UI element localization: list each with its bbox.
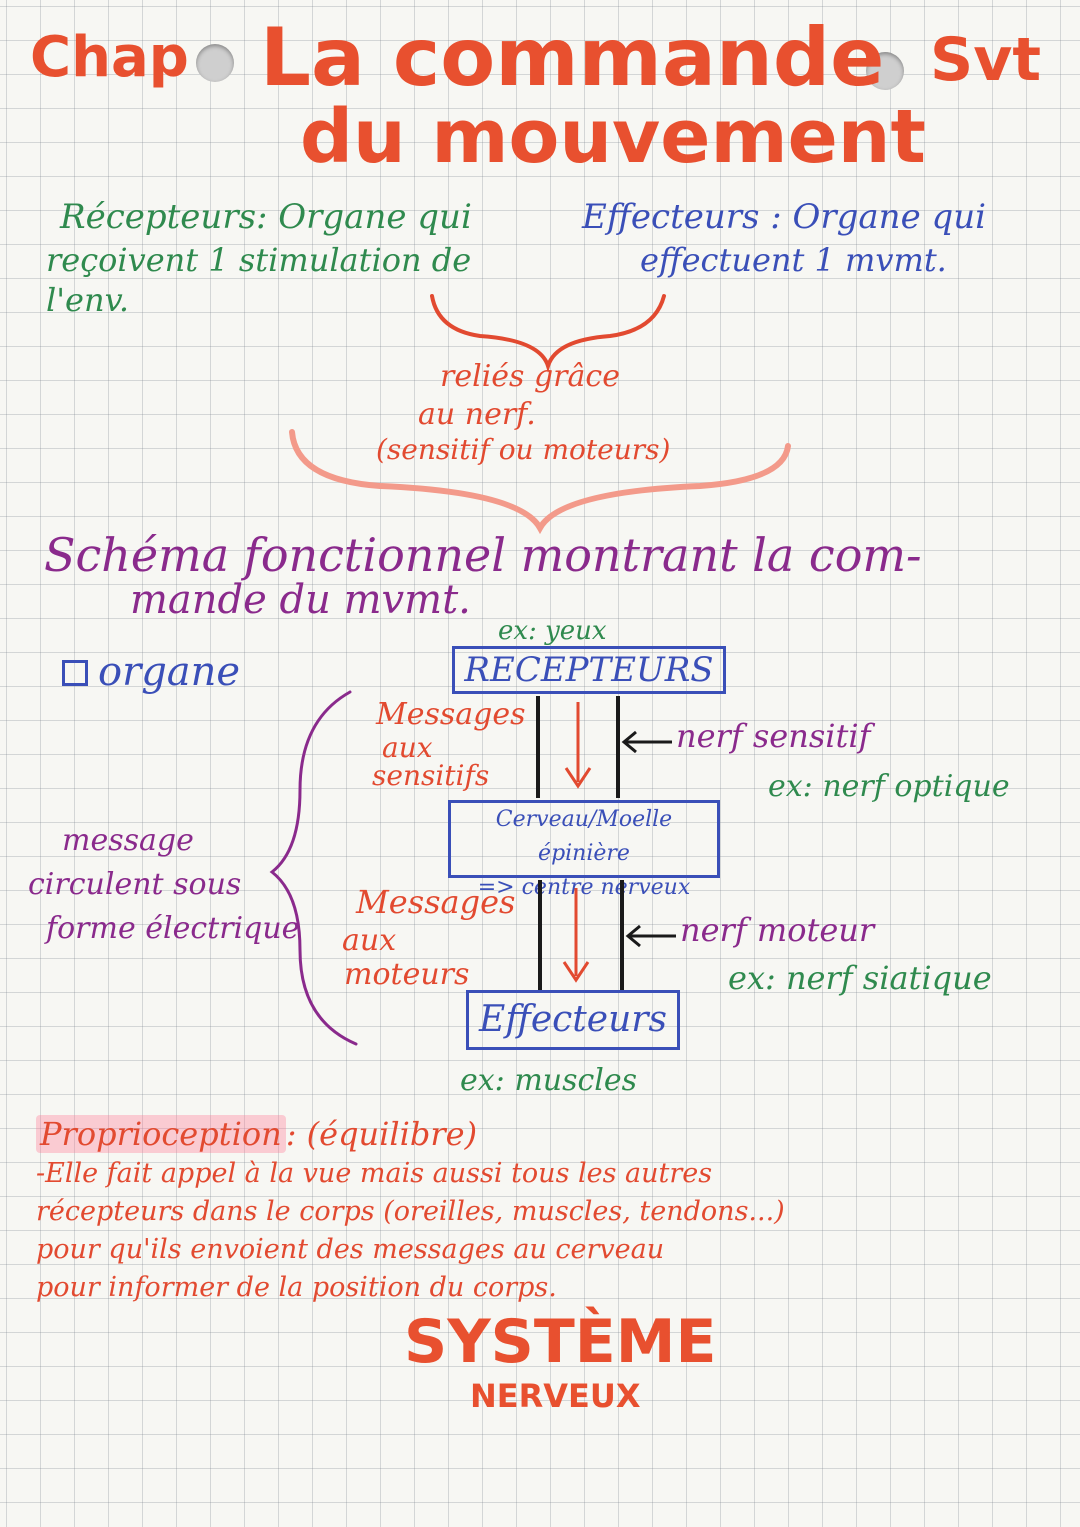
messages-motor-line2: aux — [342, 923, 397, 958]
effectors-definition-line2: effectuent 1 mvmt. — [640, 241, 947, 279]
chapter-label: Chap — [30, 25, 189, 90]
linked-text-line3: (sensitif ou moteurs) — [376, 433, 671, 466]
messages-sensory-line1: Messages — [376, 697, 526, 732]
nervous-center-line1: Cerveau/Moelle épinière — [495, 807, 673, 866]
motor-arrow-head — [562, 961, 590, 983]
linked-text-line1: reliés grâce — [440, 359, 620, 394]
large-pink-brace — [289, 429, 791, 535]
messages-sensory-line2: aux — [382, 731, 433, 764]
definitions-brace — [430, 294, 666, 373]
receptors-definition-line3: l'env. — [46, 281, 130, 319]
receptors-box: RECEPTEURS — [452, 646, 726, 694]
receptors-definition-line2: reçoivent 1 stimulation de — [46, 241, 472, 279]
sensory-nerve-example: ex: nerf optique — [768, 769, 1010, 804]
sensory-pointer-head — [621, 730, 637, 754]
motor-pointer-head — [625, 924, 641, 948]
legend-box-icon — [62, 660, 88, 686]
page-title-line1: La commande — [260, 11, 885, 104]
nervous-center-box: Cerveau/Moelle épinière => centre nerveu… — [448, 800, 720, 900]
proprioception-line: -Elle fait appel à la vue mais aussi tou… — [36, 1158, 713, 1189]
punch-hole — [196, 44, 234, 82]
punch-hole — [866, 52, 904, 90]
effectors-box: Effecteurs — [466, 990, 680, 1050]
messages-motor-line1: Messages — [356, 883, 516, 921]
linked-text-line2: au nerf. — [418, 397, 536, 432]
schema-heading-line2: mande du mvmt. — [130, 577, 471, 623]
schema-heading-line1: Schéma fonctionnel montrant la com- — [44, 528, 922, 582]
receptors-definition-line1: Récepteurs: Organe qui — [60, 197, 472, 237]
proprioception-line: pour informer de la position du corps. — [36, 1272, 557, 1303]
purple-brace — [269, 690, 358, 1046]
proprioception-heading: Proprioception: (équilibre) — [36, 1115, 478, 1153]
footer-nerveux: NERVEUX — [470, 1377, 641, 1415]
legend-organ-label: organe — [98, 649, 241, 695]
messages-motor-line3: moteurs — [344, 957, 470, 992]
footer-systeme: SYSTÈME — [404, 1307, 717, 1377]
motor-nerve-label: nerf moteur — [680, 911, 875, 949]
effectors-example: ex: muscles — [460, 1063, 638, 1098]
message-note-line1: message — [62, 823, 194, 858]
proprioception-line: récepteurs dans le corps (oreilles, musc… — [36, 1196, 785, 1227]
messages-sensory-line3: sensitifs — [372, 759, 490, 792]
message-note-line3: forme électrique — [46, 911, 300, 946]
proprioception-line: pour qu'ils envoient des messages au cer… — [36, 1234, 665, 1265]
page-title-line2: du mouvement — [300, 94, 926, 180]
motor-nerve-example: ex: nerf siatique — [728, 959, 992, 997]
proprioception-paren: : (équilibre) — [285, 1115, 478, 1153]
sensory-arrow-head — [564, 767, 592, 789]
nervous-center-line2: => centre nerveux — [477, 875, 691, 900]
effectors-definition-line1: Effecteurs : Organe qui — [582, 197, 987, 237]
proprioception-term: Proprioception — [36, 1115, 286, 1153]
subject-label: Svt — [930, 25, 1042, 95]
message-note-line2: circulent sous — [28, 867, 242, 902]
receptors-example: ex: yeux — [498, 616, 607, 646]
sensory-nerve-label: nerf sensitif — [676, 717, 871, 755]
